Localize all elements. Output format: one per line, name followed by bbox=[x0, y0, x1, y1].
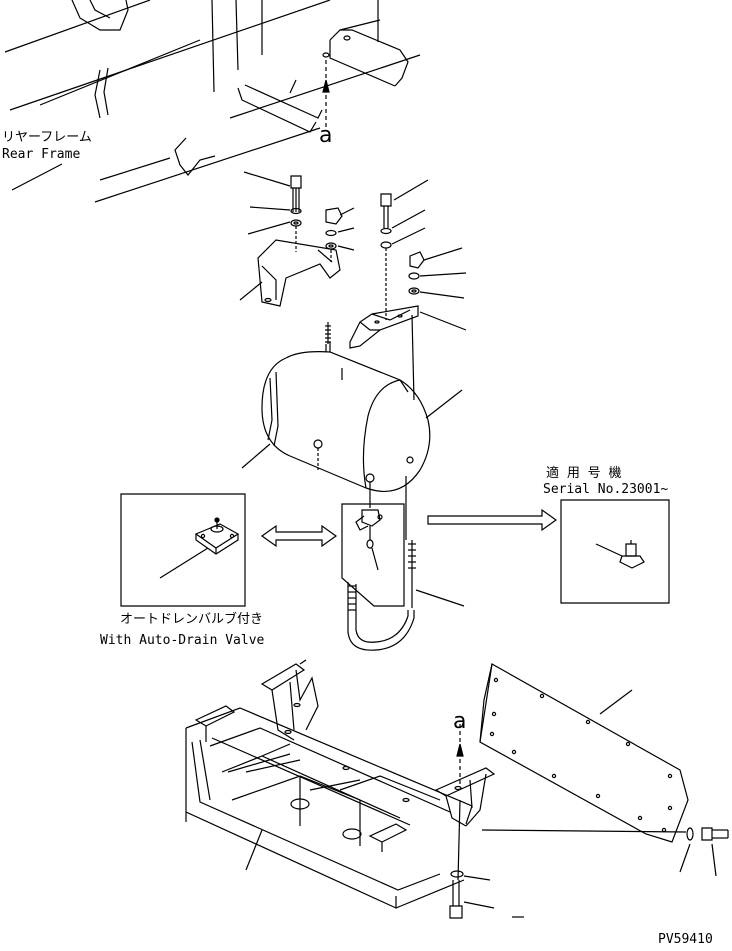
serial-label-en: Serial No.23001~ bbox=[543, 482, 669, 497]
view-a-label-top: a bbox=[319, 123, 333, 148]
rear-frame-label-en: Rear Frame bbox=[2, 147, 81, 162]
view-a-label-bottom: a bbox=[453, 709, 467, 734]
cover-plate bbox=[480, 664, 728, 876]
left-bracket-group bbox=[240, 172, 354, 306]
drawing-number: PV59410 bbox=[658, 932, 713, 947]
serial-label-jp: 適 用 号 機 bbox=[546, 466, 622, 481]
auto-drain-detail bbox=[121, 494, 245, 606]
serial-detail bbox=[561, 500, 669, 603]
right-bracket-group bbox=[350, 180, 466, 400]
rear-frame-part bbox=[5, 0, 420, 202]
rear-frame-label-jp: リヤーフレーム bbox=[2, 130, 92, 145]
autodrain-label-en: With Auto-Drain Valve bbox=[100, 633, 265, 648]
autodrain-label-jp: オートドレンバルブ付き bbox=[120, 612, 264, 627]
arrows bbox=[262, 510, 556, 546]
base-frame bbox=[186, 660, 524, 918]
air-tank bbox=[242, 322, 462, 491]
drain-bracket-group bbox=[342, 474, 464, 650]
